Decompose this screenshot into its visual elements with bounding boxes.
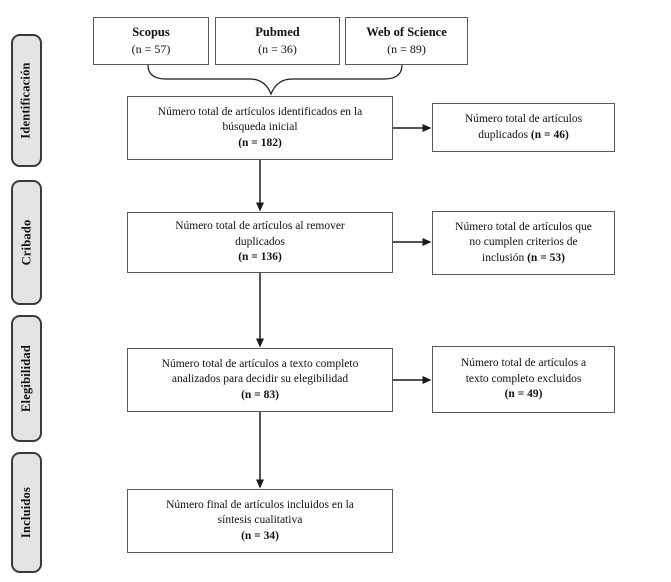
source-box-web-of-science: Web of Science (n = 89) xyxy=(345,17,468,65)
side-box-not-meeting-criteria: Número total de artículos que no cumplen… xyxy=(432,211,615,275)
flow-box-identified: Número total de artículos identificados … xyxy=(127,96,393,160)
source-count: (n = 36) xyxy=(258,42,297,57)
phase-label-text: Cribado xyxy=(19,219,34,266)
phase-label-text: Incluidos xyxy=(19,486,34,539)
flow-box-line: Número final de artículos incluidos en l… xyxy=(166,498,354,511)
flow-box-count: (n = 83) xyxy=(241,388,279,401)
side-box-line: (n = 49) xyxy=(504,388,543,401)
source-count: (n = 57) xyxy=(131,42,171,57)
flow-box-count: (n = 182) xyxy=(238,136,282,149)
side-box-duplicates: Número total de artículos duplicados (n … xyxy=(432,103,615,152)
source-name: Pubmed xyxy=(255,25,300,40)
phase-label-elegibilidad: Elegibilidad xyxy=(11,315,42,442)
phase-label-incluidos: Incluidos xyxy=(11,452,42,573)
flow-box-included: Número final de artículos incluidos en l… xyxy=(127,489,393,553)
flow-box-line: Número total de artículos al remover xyxy=(175,220,345,233)
phase-label-identificacion: Identificación xyxy=(11,34,42,167)
flow-box-line: búsqueda inicial xyxy=(222,121,298,134)
side-box-line: inclusión (n = 53) xyxy=(482,251,565,264)
side-box-line: Número total de artículos a xyxy=(460,357,587,370)
flow-box-line: Número total de artículos a texto comple… xyxy=(161,357,359,370)
phase-label-text: Elegibilidad xyxy=(19,344,34,413)
side-box-line: Número total de artículos que xyxy=(455,220,592,233)
side-box-line: duplicados (n = 46) xyxy=(478,128,569,141)
brace-connector xyxy=(147,64,403,96)
phase-label-text: Identificación xyxy=(19,62,34,139)
flow-box-after-duplicates: Número total de artículos al remover dup… xyxy=(127,212,393,273)
source-count: (n = 89) xyxy=(387,42,426,57)
flow-box-fulltext-assessed: Número total de artículos a texto comple… xyxy=(127,348,393,412)
flow-box-count: (n = 34) xyxy=(241,529,279,542)
phase-label-cribado: Cribado xyxy=(11,180,42,305)
flow-box-count: (n = 136) xyxy=(238,251,282,264)
flow-box-line: Número total de artículos identificados … xyxy=(157,105,363,118)
side-box-line: Número total de artículos xyxy=(464,113,583,126)
source-box-pubmed: Pubmed (n = 36) xyxy=(215,17,340,65)
source-box-scopus: Scopus (n = 57) xyxy=(93,17,209,65)
flow-box-line: duplicados xyxy=(235,235,285,248)
side-box-line: texto completo excluidos xyxy=(465,372,582,385)
side-box-line: no cumplen criterios de xyxy=(469,236,578,249)
side-box-fulltext-excluded: Número total de artículos a texto comple… xyxy=(432,346,615,413)
flow-box-line: síntesis cualitativa xyxy=(217,514,303,527)
source-name: Scopus xyxy=(132,25,170,40)
flow-box-line: analizados para decidir su elegibilidad xyxy=(171,373,349,386)
source-name: Web of Science xyxy=(366,25,447,40)
